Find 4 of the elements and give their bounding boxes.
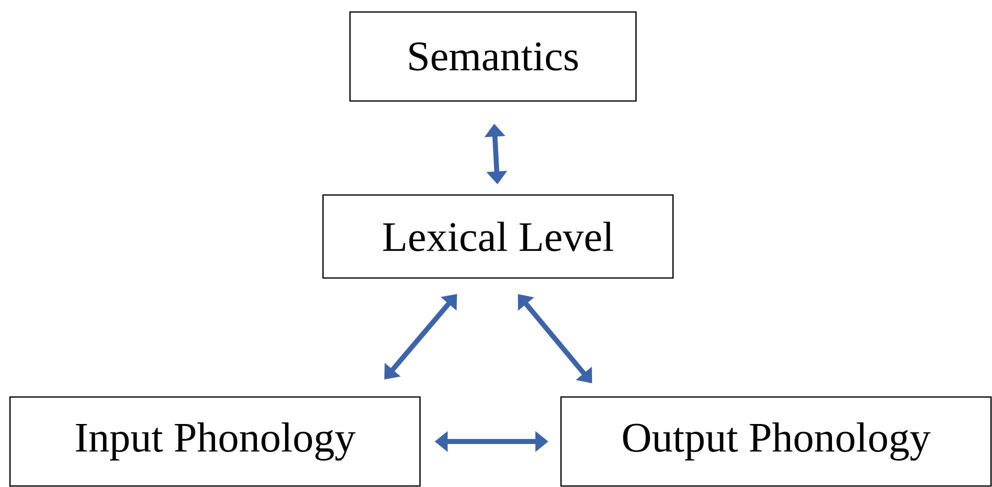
- text-box: Lexical Level: [322, 194, 674, 279]
- text-box: Output Phonology: [560, 396, 992, 487]
- text-box: Input Phonology: [9, 396, 421, 487]
- text-box: Semantics: [349, 11, 637, 102]
